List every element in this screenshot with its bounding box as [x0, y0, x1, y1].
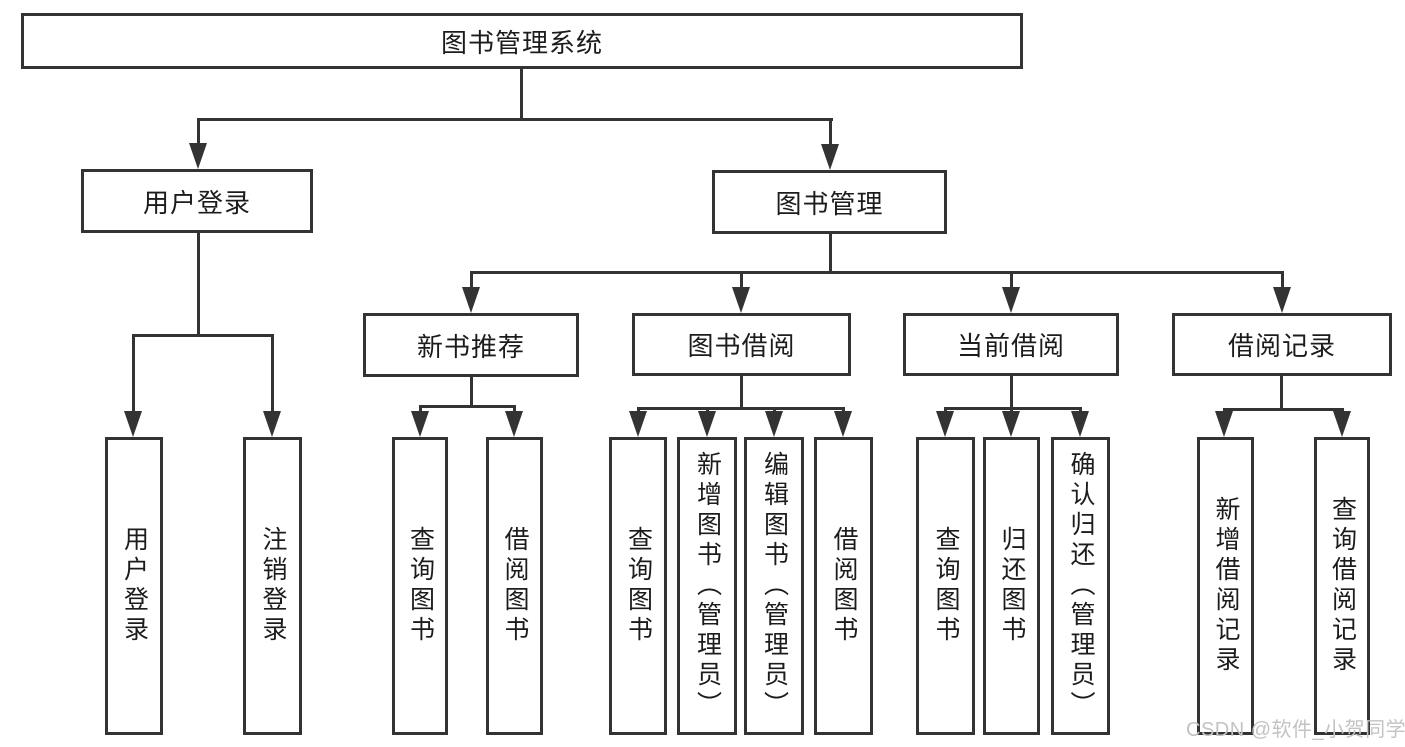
- connector-line: [520, 69, 523, 120]
- leaf-borrow-add-books-admin: 新增图书（管理员）: [677, 437, 737, 735]
- leaf-borrow-query-books-label: 查询图书: [624, 526, 653, 646]
- node-new-book-recommend-label: 新书推荐: [416, 331, 525, 362]
- arrowhead-down: [1002, 411, 1020, 437]
- leaf-current-query-books: 查询图书: [916, 437, 975, 735]
- leaf-borrow-borrow-books-label: 借阅图书: [830, 526, 858, 646]
- connector-line: [944, 407, 1082, 410]
- node-user-login-label: 用户登录: [142, 187, 251, 218]
- arrowhead-down: [765, 411, 783, 437]
- leaf-borrow-add-books-admin-label: 新增图书（管理员）: [693, 451, 722, 721]
- node-borrow-record-label: 借阅记录: [1227, 331, 1336, 361]
- leaf-logout-label: 注销登录: [259, 526, 287, 646]
- arrowhead-down: [1002, 287, 1020, 313]
- connector-line: [513, 405, 516, 414]
- arrowhead-down: [698, 411, 716, 437]
- connector-line: [470, 271, 1283, 274]
- leaf-current-return-books-label: 归还图书: [998, 526, 1026, 646]
- leaf-recommend-borrow-books-label: 借阅图书: [501, 526, 529, 646]
- connector-line: [197, 118, 200, 146]
- arrowhead-down: [1333, 411, 1351, 437]
- leaf-record-add-borrow-record-label: 新增借阅记录: [1212, 496, 1240, 676]
- node-book-management-label: 图书管理: [775, 188, 884, 219]
- node-book-management: 图书管理: [712, 170, 947, 234]
- connector-line: [706, 407, 709, 414]
- leaf-recommend-query-books-label: 查询图书: [406, 526, 435, 646]
- arrowhead-down: [462, 287, 480, 313]
- connector-line: [1281, 271, 1284, 289]
- leaf-record-add-borrow-record: 新增借阅记录: [1197, 437, 1254, 735]
- arrowhead-down: [1273, 287, 1291, 313]
- connector-line: [1079, 407, 1082, 414]
- connector-line: [842, 407, 845, 414]
- node-root: 图书管理系统: [21, 13, 1023, 69]
- connector-line: [271, 334, 274, 413]
- connector-line: [773, 407, 776, 414]
- connector-line: [740, 376, 743, 409]
- arrowhead-down: [505, 411, 523, 437]
- connector-line: [197, 233, 200, 336]
- connector-line: [419, 405, 422, 414]
- connector-line: [637, 407, 640, 414]
- leaf-borrow-edit-books-admin-label: 编辑图书（管理员）: [760, 451, 789, 721]
- node-borrow-record: 借阅记录: [1172, 313, 1392, 376]
- arrowhead-down: [189, 143, 207, 169]
- connector-line: [419, 405, 516, 408]
- connector-line: [197, 118, 833, 121]
- arrowhead-down: [834, 411, 852, 437]
- leaf-recommend-query-books: 查询图书: [392, 437, 448, 735]
- arrowhead-down: [1071, 411, 1089, 437]
- leaf-logout: 注销登录: [243, 437, 302, 735]
- leaf-record-query-borrow-record: 查询借阅记录: [1314, 437, 1370, 735]
- connector-line: [740, 271, 743, 289]
- leaf-recommend-borrow-books: 借阅图书: [486, 437, 543, 735]
- node-user-login: 用户登录: [81, 169, 313, 233]
- arrowhead-down: [732, 287, 750, 313]
- connector-line: [1280, 376, 1283, 410]
- node-current-borrow: 当前借阅: [903, 313, 1119, 376]
- leaf-borrow-edit-books-admin: 编辑图书（管理员）: [744, 437, 804, 735]
- connector-line: [470, 271, 473, 289]
- node-root-label: 图书管理系统: [440, 27, 603, 58]
- arrowhead-down: [821, 144, 839, 170]
- leaf-user-login: 用户登录: [105, 437, 163, 735]
- arrowhead-down: [124, 411, 142, 437]
- arrowhead-down: [1215, 411, 1233, 437]
- arrowhead-down: [936, 411, 954, 437]
- connector-line: [944, 407, 947, 414]
- leaf-current-return-books: 归还图书: [983, 437, 1040, 735]
- connector-line: [470, 377, 473, 407]
- connector-line: [1010, 376, 1013, 409]
- leaf-borrow-query-books: 查询图书: [609, 437, 667, 735]
- leaf-current-confirm-return-admin-label: 确认归还（管理员）: [1067, 451, 1095, 721]
- connector-line: [132, 334, 135, 413]
- node-book-borrow-label: 图书借阅: [687, 331, 796, 361]
- connector-line: [637, 407, 845, 410]
- arrowhead-down: [629, 411, 647, 437]
- arrowhead-down: [411, 411, 429, 437]
- connector-line: [1010, 407, 1013, 414]
- arrowhead-down: [263, 411, 281, 437]
- leaf-current-confirm-return-admin: 确认归还（管理员）: [1051, 437, 1110, 735]
- connector-line: [132, 334, 274, 337]
- node-new-book-recommend: 新书推荐: [363, 313, 579, 377]
- leaf-user-login-label: 用户登录: [120, 526, 149, 646]
- connector-line: [1010, 271, 1013, 289]
- connector-line: [829, 118, 832, 146]
- node-current-borrow-label: 当前借阅: [956, 331, 1065, 361]
- leaf-borrow-borrow-books: 借阅图书: [814, 437, 873, 735]
- leaf-current-query-books-label: 查询图书: [932, 526, 960, 646]
- csdn-watermark: CSDN @软件_小贺同学: [1186, 719, 1405, 741]
- connector-line: [1223, 408, 1344, 411]
- node-book-borrow: 图书借阅: [632, 313, 851, 376]
- connector-line: [829, 234, 832, 273]
- leaf-record-query-borrow-record-label: 查询借阅记录: [1328, 496, 1357, 676]
